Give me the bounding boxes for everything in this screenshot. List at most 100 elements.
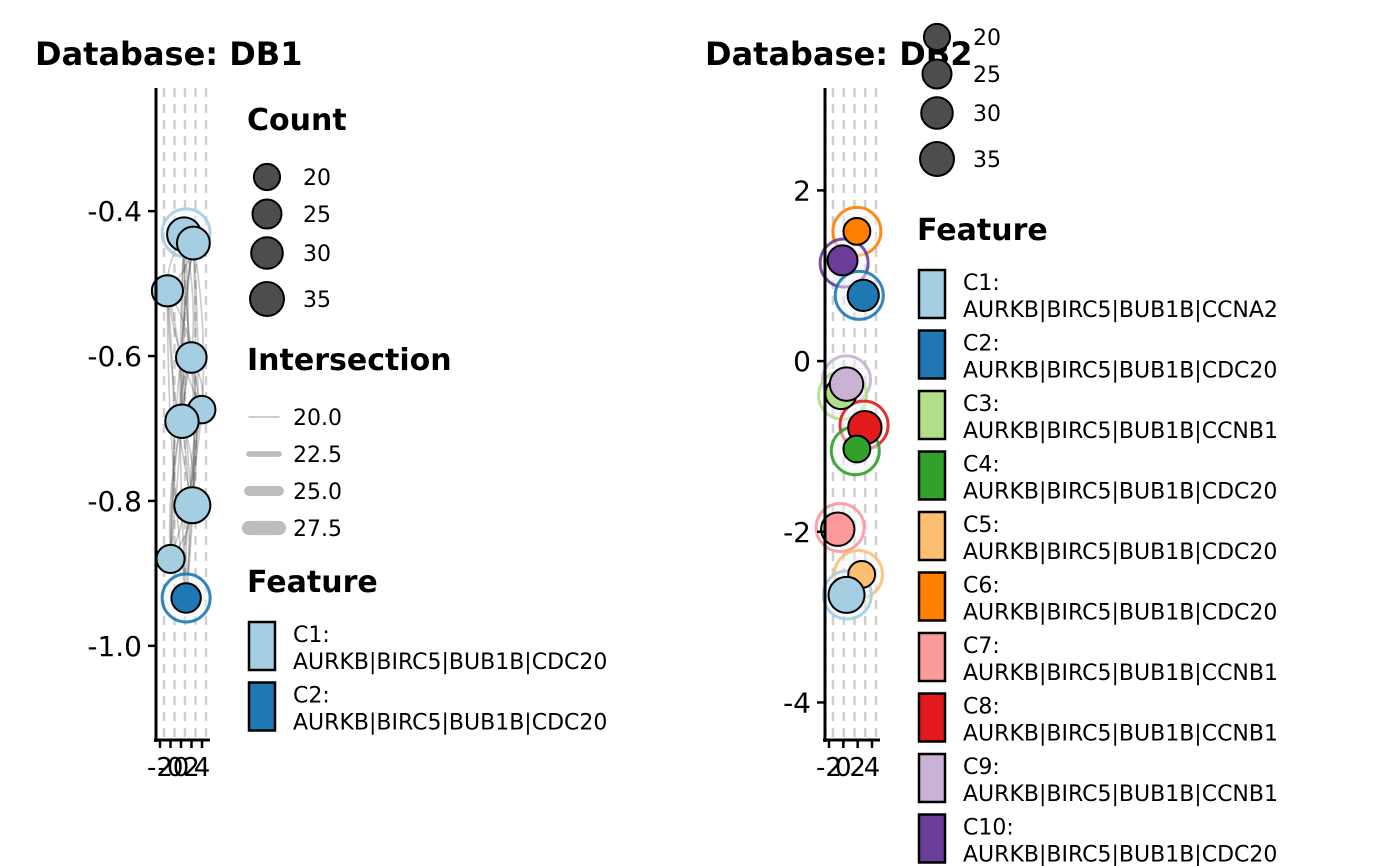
panel-db1-title: Database: DB1	[35, 35, 302, 73]
intersection-link	[169, 357, 193, 559]
legend-count-label: 20	[303, 166, 331, 191]
intersection-link	[191, 242, 199, 506]
x-tick-label: 2	[849, 753, 866, 783]
legend-count-symbol	[250, 236, 284, 270]
legend-feature-swatch	[917, 631, 947, 683]
data-point	[175, 225, 211, 261]
legend-feature-genes: AURKB|BIRC5|BUB1B|CCNB1	[963, 782, 1278, 807]
legend-intersection-label: 22.5	[293, 443, 342, 468]
y-tick-label: -1.0	[87, 630, 142, 663]
y-tick-label: -4	[783, 686, 811, 719]
data-point	[828, 366, 865, 402]
data-point	[826, 244, 859, 277]
legend-count-symbol	[921, 58, 953, 90]
legend-feature-swatch	[917, 752, 947, 804]
panel-db2-legend: Count20253035FeatureC1:AURKB|BIRC5|BUB1B…	[917, 22, 1278, 866]
data-point	[175, 341, 208, 374]
data-point	[164, 403, 200, 439]
legend-count-label: 20	[973, 26, 1001, 51]
legend-feature-label: C4:	[963, 453, 1000, 478]
x-tick-label: 4	[864, 753, 881, 783]
legend-count-symbol	[922, 22, 952, 52]
legend-count-symbol	[920, 96, 954, 130]
data-point	[842, 216, 872, 246]
legend-feature-label: C3:	[963, 392, 1000, 417]
legend-count-label: 30	[303, 242, 331, 267]
x-tick-label: 4	[194, 753, 211, 783]
legend-feature-label: C2:	[293, 684, 330, 709]
panel-db1-legend: Count20253035Intersection20.022.525.027.…	[241, 103, 607, 736]
panel-db2-points	[820, 216, 883, 614]
legend-intersection-label: 27.5	[293, 517, 342, 542]
legend-feature-genes: AURKB|BIRC5|BUB1B|CDC20	[963, 480, 1277, 505]
x-tick-label: -2	[147, 753, 173, 783]
legend-count-label: 35	[303, 288, 331, 313]
intersection-link	[180, 242, 195, 422]
legend-feature-swatch	[917, 692, 947, 743]
legend-feature-label: C8:	[963, 695, 1000, 720]
x-tick-label: 2	[183, 753, 200, 783]
legend-feature-swatch	[917, 268, 947, 320]
legend-feature-label: C7:	[963, 634, 1000, 659]
data-point	[170, 582, 202, 614]
y-tick-label: -2	[783, 516, 811, 549]
legend-feature-label: C6:	[963, 574, 1000, 599]
legend-feature-genes: AURKB|BIRC5|BUB1B|CDC20	[963, 359, 1277, 384]
data-point	[155, 543, 186, 574]
legend-intersection-label: 25.0	[293, 480, 342, 505]
data-point	[827, 575, 866, 614]
legend-feature-genes: AURKB|BIRC5|BUB1B|CDC20	[293, 650, 607, 675]
legend-feature-title: Feature	[247, 565, 378, 600]
legend-feature-swatch	[917, 510, 947, 562]
x-tick-label: 0	[835, 753, 852, 783]
legend-count-label: 25	[973, 63, 1001, 88]
legend-count-label: 25	[303, 203, 331, 228]
legend-feature-genes: AURKB|BIRC5|BUB1B|CDC20	[963, 843, 1277, 866]
legend-count-label: 35	[973, 148, 1001, 173]
legend-count-symbol	[919, 141, 955, 177]
y-tick-label: -0.4	[87, 195, 142, 228]
intersection-link	[169, 234, 186, 559]
legend-feature-swatch	[917, 329, 947, 380]
legend-feature-genes: AURKB|BIRC5|BUB1B|CDC20	[963, 540, 1277, 565]
legend-feature-swatch	[917, 389, 947, 441]
legend-feature-swatch	[247, 681, 277, 732]
panel-db1-points	[150, 216, 217, 614]
legend-feature-label: C2:	[963, 332, 1000, 357]
data-point	[842, 434, 872, 464]
data-point	[820, 511, 856, 547]
legend-count-symbol	[249, 281, 285, 317]
y-tick-label: 0	[793, 345, 811, 378]
legend-feature-genes: AURKB|BIRC5|BUB1B|CDC20	[963, 601, 1277, 626]
legend-feature-label: C5:	[963, 513, 1000, 538]
legend-count-symbol	[251, 198, 283, 230]
intersection-link	[192, 242, 205, 410]
legend-feature-label: C10:	[963, 816, 1014, 841]
legend-count-label: 30	[973, 102, 1001, 127]
data-point	[846, 278, 880, 312]
legend-feature-title: Feature	[917, 213, 1048, 248]
y-tick-label: -0.8	[87, 485, 142, 518]
legend-feature-swatch	[917, 813, 947, 864]
x-tick-label: -0	[158, 753, 184, 783]
legend-feature-genes: AURKB|BIRC5|BUB1B|CCNB1	[963, 661, 1278, 686]
legend-intersection-title: Intersection	[247, 343, 452, 378]
data-point	[173, 486, 212, 525]
y-tick-label: -0.6	[87, 340, 142, 373]
legend-feature-genes: AURKB|BIRC5|BUB1B|CDC20	[293, 711, 607, 736]
data-point	[150, 274, 185, 308]
x-tick-label: -2	[816, 753, 842, 783]
legend-feature-genes: AURKB|BIRC5|BUB1B|CCNB1	[963, 419, 1278, 444]
legend-intersection-label: 20.0	[293, 406, 342, 431]
legend-feature-swatch	[917, 450, 947, 501]
y-tick-label: 2	[793, 174, 811, 207]
intersection-link	[169, 409, 203, 560]
legend-feature-swatch	[917, 571, 947, 622]
x-tick-label: 0	[173, 753, 190, 783]
legend-feature-label: C1:	[293, 623, 330, 648]
